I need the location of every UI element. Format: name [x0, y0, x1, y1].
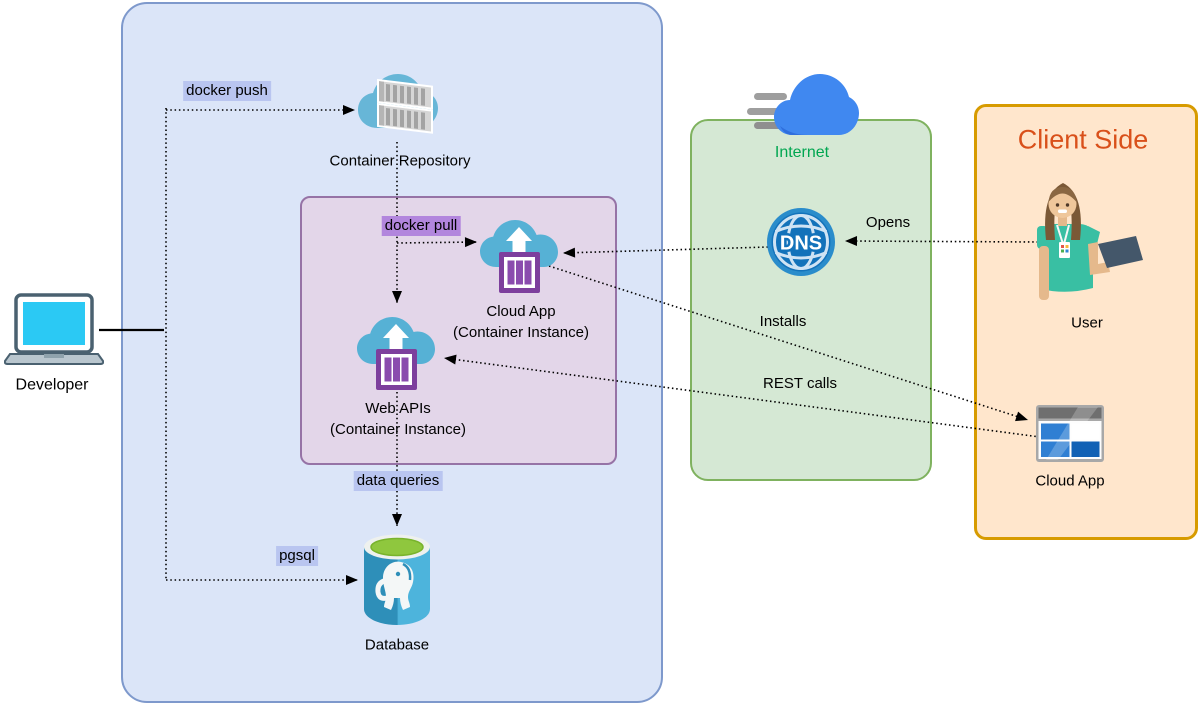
dns-globe-icon: DNS	[767, 208, 835, 276]
container-instance-icon	[480, 220, 558, 293]
person-icon	[1037, 183, 1143, 300]
cloud-app-instance-label: Cloud App (Container Instance)	[453, 303, 589, 341]
developer-label: Developer	[15, 376, 89, 394]
cloud-containers-icon	[358, 74, 438, 134]
postgresql-icon	[364, 534, 430, 625]
edge-label-docker-push: docker push	[183, 81, 271, 101]
database-label: Database	[364, 636, 430, 654]
container-repository-label: Container Repository	[329, 152, 471, 170]
user-label: User	[1071, 314, 1103, 332]
web-apis-label: Web APIs (Container Instance)	[330, 400, 466, 438]
container-instance-icon	[357, 317, 435, 390]
edge-label-pgsql: pgsql	[276, 546, 318, 566]
client-cloud-app-label: Cloud App	[1035, 472, 1105, 490]
edge-label-rest-calls: REST calls	[763, 375, 837, 392]
internet-box	[690, 119, 932, 481]
laptop-icon	[4, 293, 104, 365]
dns-label: DNS	[780, 233, 822, 255]
edge-label-docker-pull: docker pull	[381, 216, 461, 236]
client-side-title: Client Side	[1017, 124, 1149, 155]
fast-cloud-icon	[747, 74, 859, 135]
edge-label-installs: Installs	[759, 313, 807, 330]
edge-label-data-queries: data queries	[353, 471, 443, 491]
edge-label-opens: Opens	[865, 214, 911, 231]
app-window-icon	[1036, 405, 1104, 462]
internet-title: Internet	[774, 144, 830, 161]
